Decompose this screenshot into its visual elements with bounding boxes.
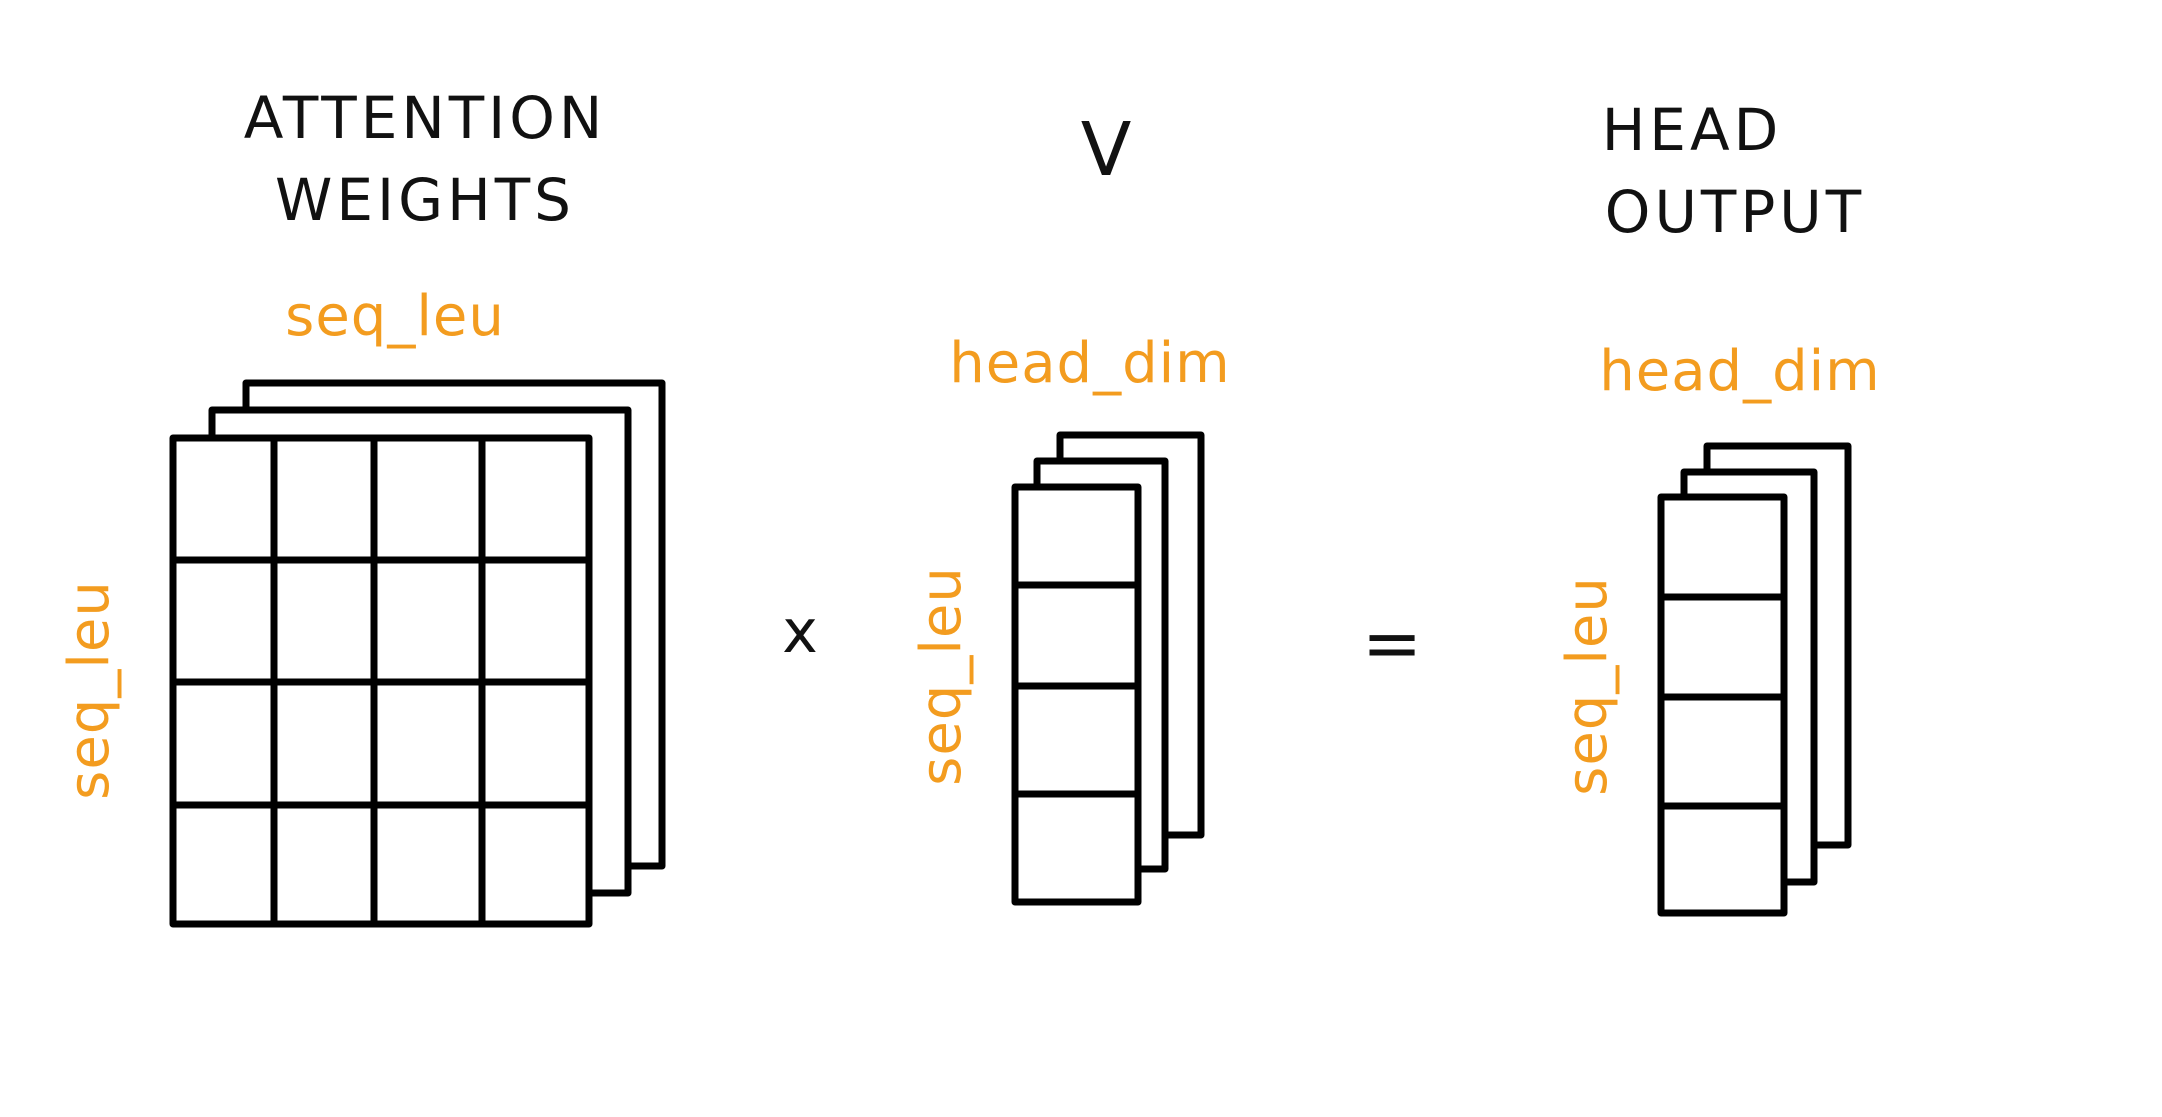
attention-weights-title-line1: ATTENTION — [244, 84, 607, 152]
attention-weights-title-line2: WEIGHTS — [275, 166, 575, 234]
v-title: V — [1081, 107, 1136, 193]
equals-sign: = — [1362, 601, 1422, 685]
multiply-sign: x — [782, 597, 818, 667]
v-block: V head_dim seq_leu — [909, 107, 1230, 906]
attention-weights-block: ATTENTION WEIGHTS seq_leu seq_leu — [57, 84, 666, 928]
v-layer-front — [1011, 483, 1142, 906]
attention-weights-side-dim-label: seq_leu — [57, 580, 122, 800]
v-column — [1011, 483, 1142, 906]
v-top-dim-label: head_dim — [949, 331, 1230, 396]
head-output-layer-front — [1657, 493, 1788, 917]
head-output-side-dim-label: seq_leu — [1555, 576, 1620, 796]
head-output-column — [1657, 493, 1788, 917]
attention-weights-top-dim-label: seq_leu — [285, 284, 505, 349]
head-output-title-line1: HEAD — [1602, 96, 1783, 164]
head-output-block: HEAD OUTPUT head_dim seq_leu — [1555, 96, 1880, 917]
head-output-top-dim-label: head_dim — [1599, 339, 1880, 404]
v-side-dim-label: seq_leu — [909, 566, 974, 786]
head-output-title-line2: OUTPUT — [1605, 178, 1865, 246]
attention-weights-grid — [169, 434, 593, 928]
